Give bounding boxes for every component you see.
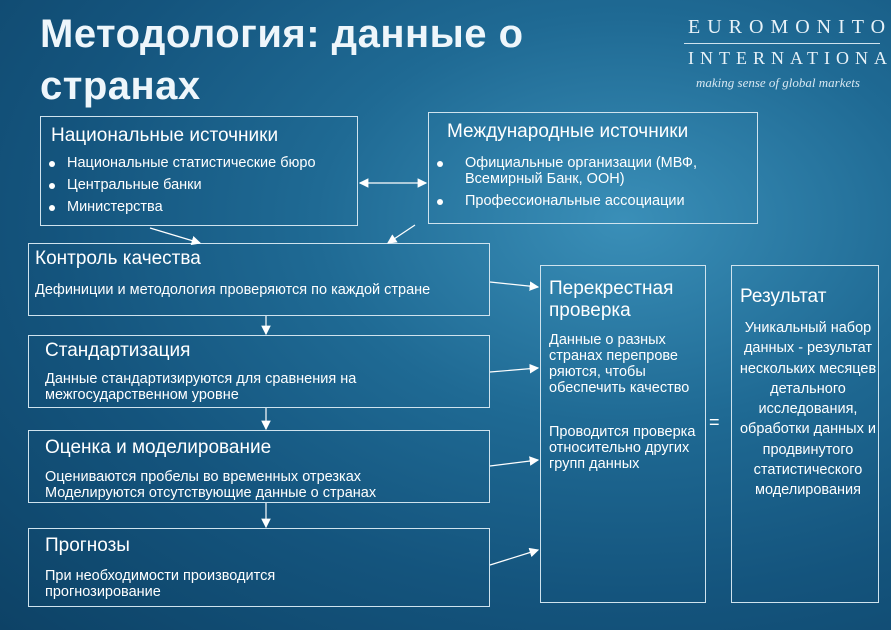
international-sources-heading: Международные источники: [447, 121, 689, 142]
standard-to-crosscheck-arrow: [489, 363, 540, 374]
national-sources-heading: Национальные источники: [51, 125, 279, 146]
international-sources-box: Международные источники Официальные орга…: [428, 112, 758, 224]
cross-check-heading: Перекрестная проверка: [549, 278, 674, 321]
equals-sign: =: [709, 412, 720, 432]
national-sources-list: Национальные статистические бюро Централ…: [41, 155, 371, 215]
logo-rule: [684, 43, 880, 44]
cross-check-box: Перекрестная проверка Данные о разных ст…: [540, 265, 706, 603]
result-box: Результат Уникальный набор данных - резу…: [731, 265, 879, 603]
international-to-quality-arrow: [387, 224, 416, 244]
cross-check-text-2: Проводится проверка относительно других …: [549, 424, 696, 472]
list-item: Профессиональные ассоциации: [429, 193, 729, 209]
quality-control-heading: Контроль качества: [35, 248, 201, 269]
list-item: Центральные банки: [41, 177, 371, 193]
euromonitor-logo: EUROMONITOR INTERNATIONAL making sense o…: [684, 16, 891, 91]
international-sources-list: Официальные организации (МВФ, Всемирный …: [429, 155, 729, 209]
standardization-text: Данные стандартизируются для сравнения н…: [45, 371, 357, 403]
standardization-box: Стандартизация Данные стандартизируются …: [28, 335, 490, 408]
standardization-heading: Стандартизация: [45, 340, 191, 361]
logo-line-1: EUROMONITOR: [688, 16, 891, 38]
list-item: Министерства: [41, 199, 371, 215]
quality-control-box: Контроль качества Дефиниции и методологи…: [28, 243, 490, 316]
forecasts-heading: Прогнозы: [45, 535, 130, 556]
estimation-box: Оценка и моделирование Оцениваются пробе…: [28, 430, 490, 503]
result-text: Уникальный набор данных - результат неск…: [739, 320, 877, 499]
forecasts-text: При необходимости производится прогнозир…: [45, 568, 276, 600]
forecasts-box: Прогнозы При необходимости производится …: [28, 528, 490, 607]
cross-check-text-1: Данные о разных странах перепрове ряются…: [549, 332, 690, 396]
result-heading: Результат: [740, 286, 827, 307]
logo-tagline: making sense of global markets: [696, 75, 860, 90]
estimation-to-crosscheck-arrow: [489, 456, 540, 467]
logo-line-2: INTERNATIONAL: [688, 48, 891, 68]
page-title: Методология: данные о странах: [40, 12, 524, 108]
estimation-text: Оцениваются пробелы во временных отрезка…: [45, 469, 377, 501]
national-to-quality-arrow: [149, 227, 202, 246]
forecast-to-crosscheck-arrow: [489, 547, 540, 566]
list-item: Национальные статистические бюро: [41, 155, 371, 171]
national-sources-box: Национальные источники Национальные стат…: [40, 116, 358, 226]
quality-to-crosscheck-arrow: [489, 281, 540, 291]
quality-control-text: Дефиниции и методология проверяются по к…: [35, 282, 431, 298]
list-item: Официальные организации (МВФ, Всемирный …: [429, 155, 729, 187]
estimation-heading: Оценка и моделирование: [45, 437, 272, 458]
